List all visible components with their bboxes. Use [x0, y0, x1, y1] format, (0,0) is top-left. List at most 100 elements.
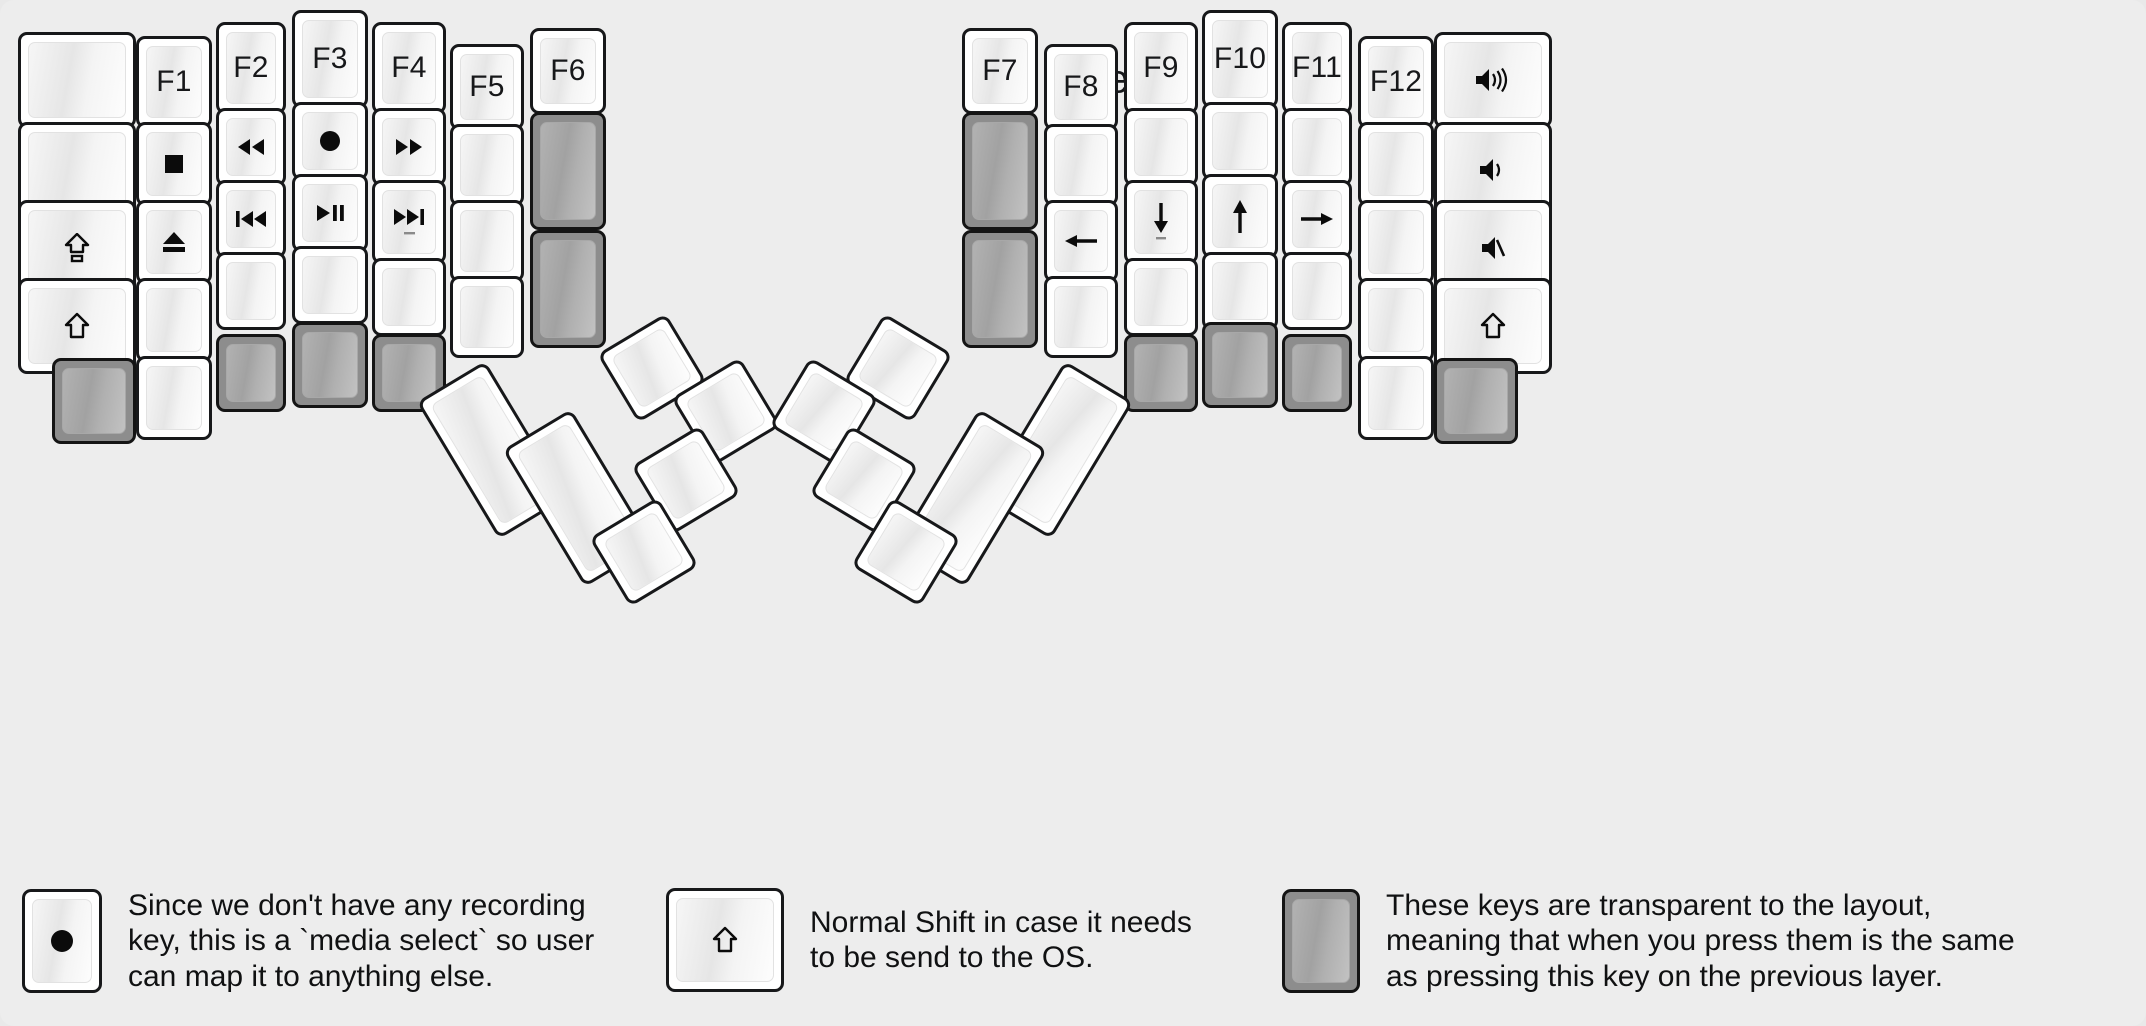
- keycap: [1212, 112, 1268, 170]
- key-f8-col-arrow-left[interactable]: [1044, 200, 1118, 282]
- key-f1-col-r4[interactable]: [136, 278, 212, 362]
- key-right-outer-volume-up[interactable]: [1434, 32, 1552, 128]
- key-f7-col-r2-transparent[interactable]: [962, 112, 1038, 230]
- key-f3-col-r4[interactable]: [292, 246, 368, 324]
- keycap: [460, 286, 514, 348]
- keycap: [1292, 344, 1342, 402]
- key-f12-col-r5[interactable]: [1358, 356, 1434, 440]
- media-play-pause-icon: [315, 204, 345, 222]
- keycap: [382, 268, 436, 326]
- key-f3[interactable]: F3: [292, 10, 368, 108]
- key-f11[interactable]: F11: [1282, 22, 1352, 114]
- key-f7[interactable]: F7: [962, 28, 1038, 114]
- keycap: F8: [1054, 54, 1108, 120]
- key-right-outer-volume-down[interactable]: [1434, 122, 1552, 218]
- keycap: [28, 210, 126, 286]
- keycap: F12: [1368, 46, 1424, 118]
- key-f6-col-r3-transparent[interactable]: [530, 230, 606, 348]
- key-f8-col-r2[interactable]: [1044, 124, 1118, 206]
- key-label: F10: [1213, 42, 1267, 75]
- keycap: [1054, 210, 1108, 272]
- key-f2-col-rewind[interactable]: [216, 108, 286, 186]
- key-f3-col-r5-transparent[interactable]: [292, 322, 368, 408]
- arrow-up-icon: [1228, 198, 1252, 234]
- keycap: [1444, 42, 1542, 118]
- key-f10-col-r4[interactable]: [1202, 252, 1278, 330]
- key-f4[interactable]: F4: [372, 22, 446, 114]
- legend-text: Since we don't have any recording key, t…: [128, 889, 595, 993]
- keycap: [28, 42, 126, 118]
- legend-text: Normal Shift in case it needs to be send…: [810, 905, 1192, 974]
- keycap: F4: [382, 32, 436, 104]
- key-f12-col-r3[interactable]: [1358, 200, 1434, 284]
- keycap: [146, 210, 202, 274]
- keycap: [62, 368, 126, 434]
- key-f11-col-r2[interactable]: [1282, 108, 1352, 186]
- key-f9-col-r2[interactable]: [1124, 108, 1198, 186]
- key-f11-col-arrow-right[interactable]: [1282, 180, 1352, 258]
- keycap: [1134, 268, 1188, 326]
- key-right-outer-r5-transparent[interactable]: [1434, 358, 1518, 444]
- keycap: [1292, 190, 1342, 248]
- keycap: [226, 118, 276, 176]
- key-f2[interactable]: F2: [216, 22, 286, 114]
- key-f1-col-eject[interactable]: [136, 200, 212, 284]
- key-f5-col-r2[interactable]: [450, 124, 524, 206]
- key-f10-col-r2[interactable]: [1202, 102, 1278, 180]
- key-f4-col-fast-forward[interactable]: [372, 108, 446, 186]
- keycap: [1212, 332, 1268, 398]
- keycap: [28, 288, 126, 364]
- key-left-outer-r1[interactable]: [18, 32, 136, 128]
- key-f10-col-arrow-up[interactable]: [1202, 174, 1278, 258]
- key-f5-col-r4[interactable]: [450, 276, 524, 358]
- key-f5[interactable]: F5: [450, 44, 524, 130]
- keycap: [1444, 368, 1508, 434]
- legend-swatch-shift: [666, 888, 784, 992]
- key-f11-col-r4[interactable]: [1282, 252, 1352, 330]
- key-f12-col-r2[interactable]: [1358, 122, 1434, 206]
- keycap: [302, 184, 358, 242]
- key-left-outer-r5-transparent[interactable]: [52, 358, 136, 444]
- key-f1[interactable]: F1: [136, 36, 212, 128]
- key-f4-col-next-track[interactable]: [372, 180, 446, 264]
- key-f2-col-r4[interactable]: [216, 252, 286, 330]
- key-f12[interactable]: F12: [1358, 36, 1434, 128]
- media-next-track-icon: [393, 207, 425, 237]
- shift-arrow-icon: [1480, 312, 1506, 340]
- key-f9[interactable]: F9: [1124, 22, 1198, 114]
- media-stop-icon: [163, 153, 185, 175]
- keycap: [676, 898, 774, 982]
- key-f2-col-r5-transparent[interactable]: [216, 334, 286, 412]
- legend-key-transparent: [1282, 889, 1360, 994]
- key-f10[interactable]: F10: [1202, 10, 1278, 108]
- key-f3-col-play-pause[interactable]: [292, 174, 368, 252]
- key-f1-col-r5[interactable]: [136, 356, 212, 440]
- key-f12-col-r4[interactable]: [1358, 278, 1434, 362]
- arrow-left-icon: [1064, 232, 1098, 250]
- keycap: [1368, 210, 1424, 274]
- key-f9-col-arrow-down[interactable]: [1124, 180, 1198, 264]
- keycap: [1292, 262, 1342, 320]
- key-f6[interactable]: F6: [530, 28, 606, 114]
- keycap: [1292, 899, 1350, 984]
- keycap: [1368, 288, 1424, 352]
- key-f8-col-r4[interactable]: [1044, 276, 1118, 358]
- keycap: F7: [972, 38, 1028, 104]
- shift-arrow-icon: [64, 312, 90, 340]
- media-prev-track-icon: [235, 210, 267, 228]
- keycap: [972, 240, 1028, 338]
- key-f7-col-r3-transparent[interactable]: [962, 230, 1038, 348]
- key-f5-col-r3[interactable]: [450, 200, 524, 282]
- key-f6-col-r2-transparent[interactable]: [530, 112, 606, 230]
- key-f4-col-r4[interactable]: [372, 258, 446, 336]
- key-f9-col-r5-transparent[interactable]: [1124, 334, 1198, 412]
- keycap: [1134, 344, 1188, 402]
- key-f9-col-r4[interactable]: [1124, 258, 1198, 336]
- key-f1-col-stop[interactable]: [136, 122, 212, 206]
- keycap: [602, 510, 686, 594]
- key-f8[interactable]: F8: [1044, 44, 1118, 130]
- key-f10-col-r5-transparent[interactable]: [1202, 322, 1278, 408]
- key-f3-col-record[interactable]: [292, 102, 368, 180]
- key-f2-col-prev[interactable]: [216, 180, 286, 258]
- key-f11-col-r5-transparent[interactable]: [1282, 334, 1352, 412]
